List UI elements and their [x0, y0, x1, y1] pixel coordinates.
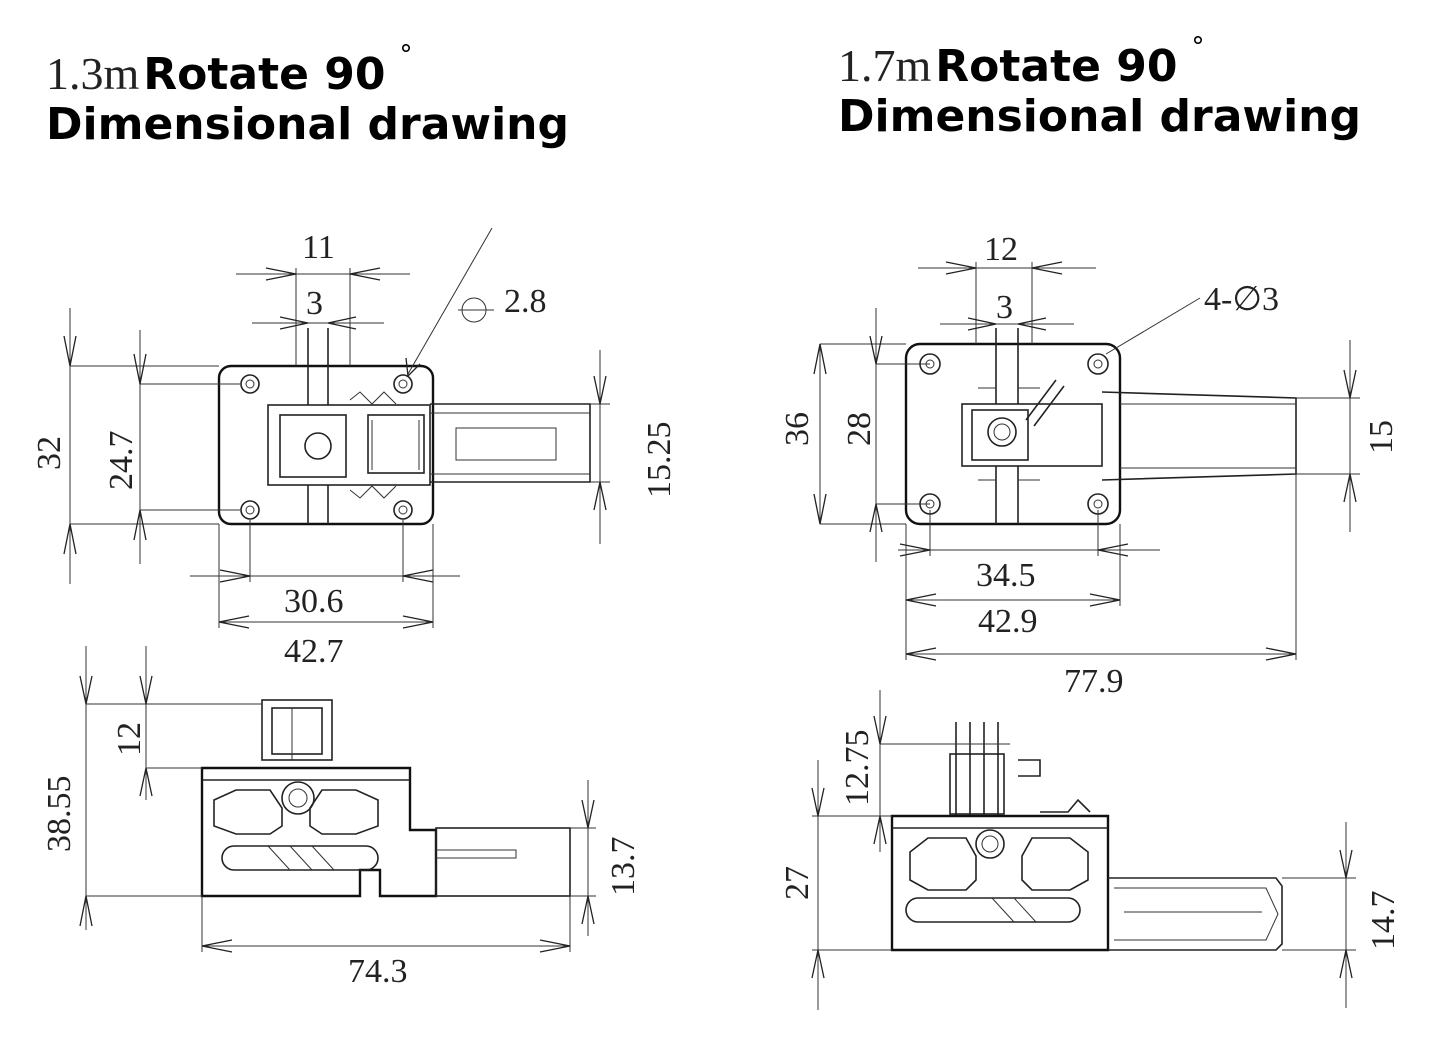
left-top-pivot: [304, 432, 332, 460]
left-top-hole-4: [393, 500, 413, 520]
left-top-dim-3: 3: [306, 285, 323, 322]
right-top-dim-42-9: 42.9: [978, 603, 1038, 640]
title-right: 1.7m Rotate 90 ° Dimensional drawing: [838, 34, 1361, 139]
title-left-subtitle: Dimensional drawing: [46, 99, 569, 150]
left-top-hole-1: [240, 374, 260, 394]
title-left: 1.3m Rotate 90 ° Dimensional drawing: [46, 42, 569, 147]
left-side-dim-38-55: 38.55: [41, 776, 78, 853]
right-top-dim-3: 3: [996, 289, 1013, 326]
right-top-dim-28: 28: [841, 412, 878, 446]
right-top-view: 12 3 4-∅3 36 28 15 34.5: [779, 231, 1400, 700]
left-top-dim-30-6: 30.6: [284, 583, 344, 620]
right-top-dim-34-5: 34.5: [976, 557, 1036, 594]
left-top-dim-32: 32: [31, 436, 68, 470]
left-top-view: 11 3 2.8 32 24.7 15.25: [31, 227, 678, 670]
left-side-pivot: [281, 781, 315, 815]
left-top-hole-dim: 2.8: [504, 283, 547, 320]
right-side-dim-12-75: 12.75: [839, 730, 876, 807]
right-top-dim-36: 36: [779, 412, 816, 446]
left-top-hole-3: [240, 500, 260, 520]
title-right-subtitle: Dimensional drawing: [838, 91, 1361, 142]
right-top-dim-15: 15: [1363, 420, 1400, 454]
title-left-degree: °: [399, 40, 413, 70]
right-side-view: 12.75 27 14.7: [779, 690, 1402, 1010]
left-side-dim-12: 12: [111, 722, 148, 756]
title-left-size: 1.3m: [46, 48, 140, 99]
right-side-pivot: [975, 829, 1005, 859]
right-top-dim-77-9: 77.9: [1064, 663, 1124, 700]
title-right-rotate: Rotate 90: [935, 41, 1178, 92]
left-side-dim-13-7: 13.7: [605, 837, 642, 897]
right-top-pivot: [987, 417, 1017, 447]
left-top-plate: [217, 364, 435, 526]
title-right-degree: °: [1191, 32, 1205, 62]
right-top-hole-2: [1087, 353, 1109, 375]
title-right-size: 1.7m: [838, 40, 932, 91]
title-left-rotate: Rotate 90: [143, 49, 386, 100]
right-side-dim-27: 27: [779, 866, 816, 900]
left-top-dim-42-7: 42.7: [284, 633, 344, 670]
left-side-dim-74-3: 74.3: [348, 953, 408, 990]
left-side-view: 12 38.55 13.7 74.3: [41, 646, 642, 990]
right-side-dim-14-7: 14.7: [1365, 891, 1402, 951]
left-top-dim-24-7: 24.7: [103, 431, 140, 491]
left-top-dim-11: 11: [302, 229, 335, 266]
right-top-dim-12: 12: [984, 231, 1018, 268]
left-top-dim-15-25: 15.25: [641, 422, 678, 499]
right-top-plate: [904, 342, 1122, 526]
right-top-holes-dim: 4-∅3: [1204, 281, 1279, 318]
left-top-hole-2: [393, 374, 413, 394]
